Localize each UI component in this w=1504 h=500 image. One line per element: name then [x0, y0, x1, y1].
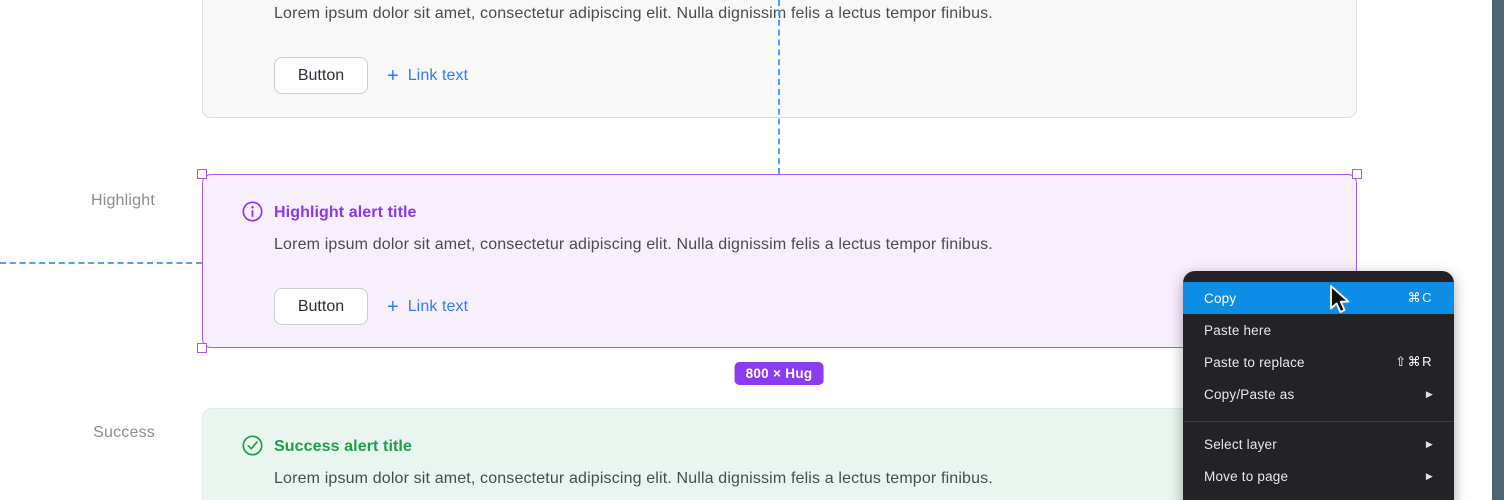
alert-card-highlight[interactable]: Highlight alert title Lorem ipsum dolor …: [202, 174, 1357, 348]
info-icon: [242, 201, 263, 222]
size-badge: 800 × Hug: [734, 362, 824, 385]
submenu-arrow-icon: ▶: [1425, 388, 1433, 399]
canvas-label-highlight: Highlight: [90, 192, 155, 209]
vertical-center-guide: [778, 0, 780, 174]
alert-link[interactable]: + Link text: [387, 66, 468, 86]
window-edge-strip: [1492, 0, 1504, 500]
menu-item-label: Select layer: [1204, 436, 1277, 452]
plus-icon: +: [387, 295, 399, 318]
menu-item-copy[interactable]: Copy ⌘C: [1183, 282, 1454, 314]
menu-item-paste-here[interactable]: Paste here: [1183, 314, 1454, 346]
menu-shortcut: ⇧⌘R: [1395, 354, 1433, 369]
menu-item-move-to-page[interactable]: Move to page ▶: [1183, 460, 1454, 492]
alert-title: Success alert title: [274, 438, 412, 455]
alert-body-text: Lorem ipsum dolor sit amet, consectetur …: [274, 5, 993, 22]
alert-button[interactable]: Button: [274, 288, 368, 325]
menu-item-label: Copy: [1204, 290, 1237, 306]
link-label: Link text: [407, 297, 469, 315]
selection-handle-bottom-left[interactable]: [197, 343, 207, 353]
check-circle-icon: [242, 435, 263, 456]
menu-separator: [1183, 421, 1454, 422]
menu-item-label: Paste here: [1204, 322, 1272, 338]
menu-item-paste-to-replace[interactable]: Paste to replace ⇧⌘R: [1183, 346, 1454, 378]
menu-shortcut: ⌘C: [1407, 290, 1433, 305]
submenu-arrow-icon: ▶: [1425, 438, 1433, 449]
alert-link[interactable]: + Link text: [387, 297, 468, 317]
alert-actions: Button + Link text: [274, 57, 468, 94]
selection-handle-top-left[interactable]: [197, 169, 207, 179]
alert-button[interactable]: Button: [274, 57, 368, 94]
menu-item-copy-paste-as[interactable]: Copy/Paste as ▶: [1183, 378, 1454, 410]
context-menu: Copy ⌘C Paste here Paste to replace ⇧⌘R …: [1183, 271, 1454, 500]
alert-card-success[interactable]: Success alert title Lorem ipsum dolor si…: [202, 408, 1357, 500]
menu-item-label: Copy/Paste as: [1204, 386, 1295, 402]
alert-actions: Button + Link text: [274, 288, 468, 325]
submenu-arrow-icon: ▶: [1425, 470, 1433, 481]
alert-body-text: Lorem ipsum dolor sit amet, consectetur …: [274, 470, 993, 487]
link-label: Link text: [407, 66, 469, 84]
mouse-cursor-icon: [1330, 285, 1350, 313]
plus-icon: +: [387, 64, 399, 87]
horizontal-center-guide: [0, 262, 202, 264]
selection-handle-top-right[interactable]: [1352, 169, 1362, 179]
menu-item-label: Paste to replace: [1204, 354, 1305, 370]
canvas-label-success: Success: [93, 424, 155, 441]
menu-item-label: Move to page: [1204, 468, 1289, 484]
menu-item-select-layer[interactable]: Select layer ▶: [1183, 428, 1454, 460]
alert-title: Highlight alert title: [274, 204, 417, 221]
alert-body-text: Lorem ipsum dolor sit amet, consectetur …: [274, 236, 993, 253]
